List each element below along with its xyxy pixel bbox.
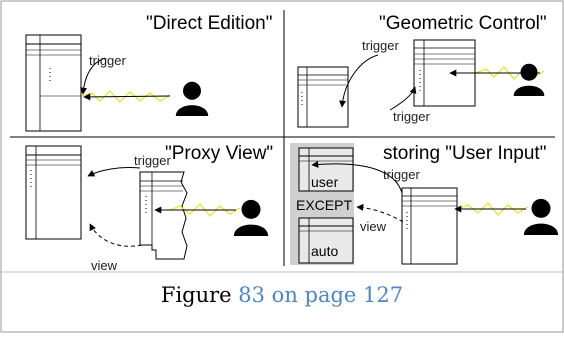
panel-title-proxy-view: "Proxy View" — [165, 143, 274, 164]
panel-title-direct-edition: "Direct Edition" — [146, 13, 273, 34]
trigger-label: trigger — [89, 53, 126, 68]
table-box — [297, 66, 349, 128]
panel-direct-edition — [25, 34, 209, 132]
figure-caption: Figure 83 on page 127 — [0, 283, 564, 307]
arrow-icon — [311, 160, 403, 194]
except-label: EXCEPT — [296, 197, 353, 213]
user-icon — [513, 63, 545, 96]
panel-title-user-input: storing "User Input" — [383, 143, 547, 164]
view-label: view — [91, 258, 118, 273]
trigger-label: trigger — [362, 38, 399, 53]
user-box-label: user — [311, 174, 339, 190]
panel-geometric-control — [297, 39, 545, 128]
panel-proxy-view — [25, 145, 269, 260]
panel-title-geometric-control: "Geometric Control" — [379, 13, 547, 34]
arrow-icon — [389, 86, 417, 111]
proxy-table — [139, 171, 188, 260]
view-label: view — [360, 219, 387, 234]
trigger-label: trigger — [383, 167, 420, 182]
user-icon — [523, 198, 559, 235]
arrow-icon — [83, 93, 171, 101]
table-box — [401, 187, 458, 265]
user-icon — [175, 81, 209, 116]
panel-user-input — [290, 143, 559, 265]
caption-page-link[interactable]: 83 on page 127 — [238, 283, 404, 307]
auto-box-label: auto — [311, 243, 339, 259]
caption-prefix: Figure — [160, 283, 239, 307]
table-box — [25, 34, 82, 132]
trigger-label: trigger — [393, 109, 430, 124]
user-box — [298, 147, 354, 192]
arrow-icon — [87, 167, 141, 177]
arrow-icon — [89, 223, 143, 247]
table-box — [25, 145, 82, 240]
trigger-label: trigger — [134, 153, 171, 168]
arrow-icon — [339, 54, 379, 108]
arrow-icon — [80, 57, 106, 95]
user-icon — [233, 199, 269, 236]
arrow-icon — [356, 203, 404, 223]
